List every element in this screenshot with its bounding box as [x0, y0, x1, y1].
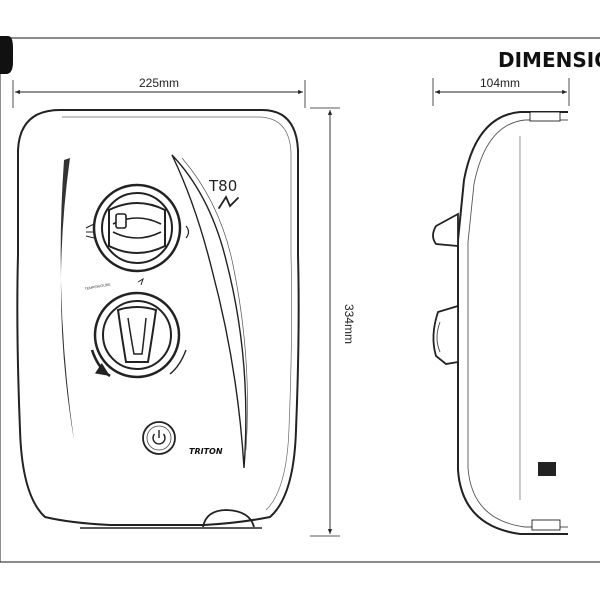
model-logo-mark	[218, 195, 239, 209]
corner-tab	[0, 36, 13, 74]
temperature-control-knob[interactable]	[93, 291, 181, 379]
power-icon	[152, 430, 166, 445]
spray-control-knob[interactable]	[92, 183, 182, 273]
height-label: 334mm	[342, 304, 356, 344]
spray-mode-mark	[137, 277, 144, 286]
side-temperature-knob[interactable]	[432, 304, 459, 365]
side-spray-knob[interactable]	[432, 212, 459, 247]
temperature-arrow-right-icon	[169, 349, 187, 375]
side-inner-contour	[467, 119, 568, 528]
brand-label: TRITON	[189, 447, 223, 456]
temperature-scale-label: TEMPERATURE	[84, 282, 111, 291]
spray-pattern-icon	[85, 223, 190, 239]
depth-label: 104mm	[480, 76, 520, 90]
section-title: DIMENSIO	[498, 48, 600, 72]
width-label: 225mm	[139, 76, 179, 90]
side-bottom-tab	[531, 519, 561, 531]
page-frame	[0, 37, 600, 563]
side-lower-clip	[538, 462, 556, 476]
model-label: T80	[208, 177, 237, 195]
right-sweep-accent	[171, 154, 247, 469]
side-knob-shading	[436, 321, 441, 353]
bottom-notch	[202, 509, 255, 528]
right-sweep-shadow	[181, 157, 248, 451]
side-top-tab	[529, 111, 561, 122]
temperature-arrow-icon	[90, 349, 111, 378]
shower-front-inner-contour	[62, 116, 293, 511]
